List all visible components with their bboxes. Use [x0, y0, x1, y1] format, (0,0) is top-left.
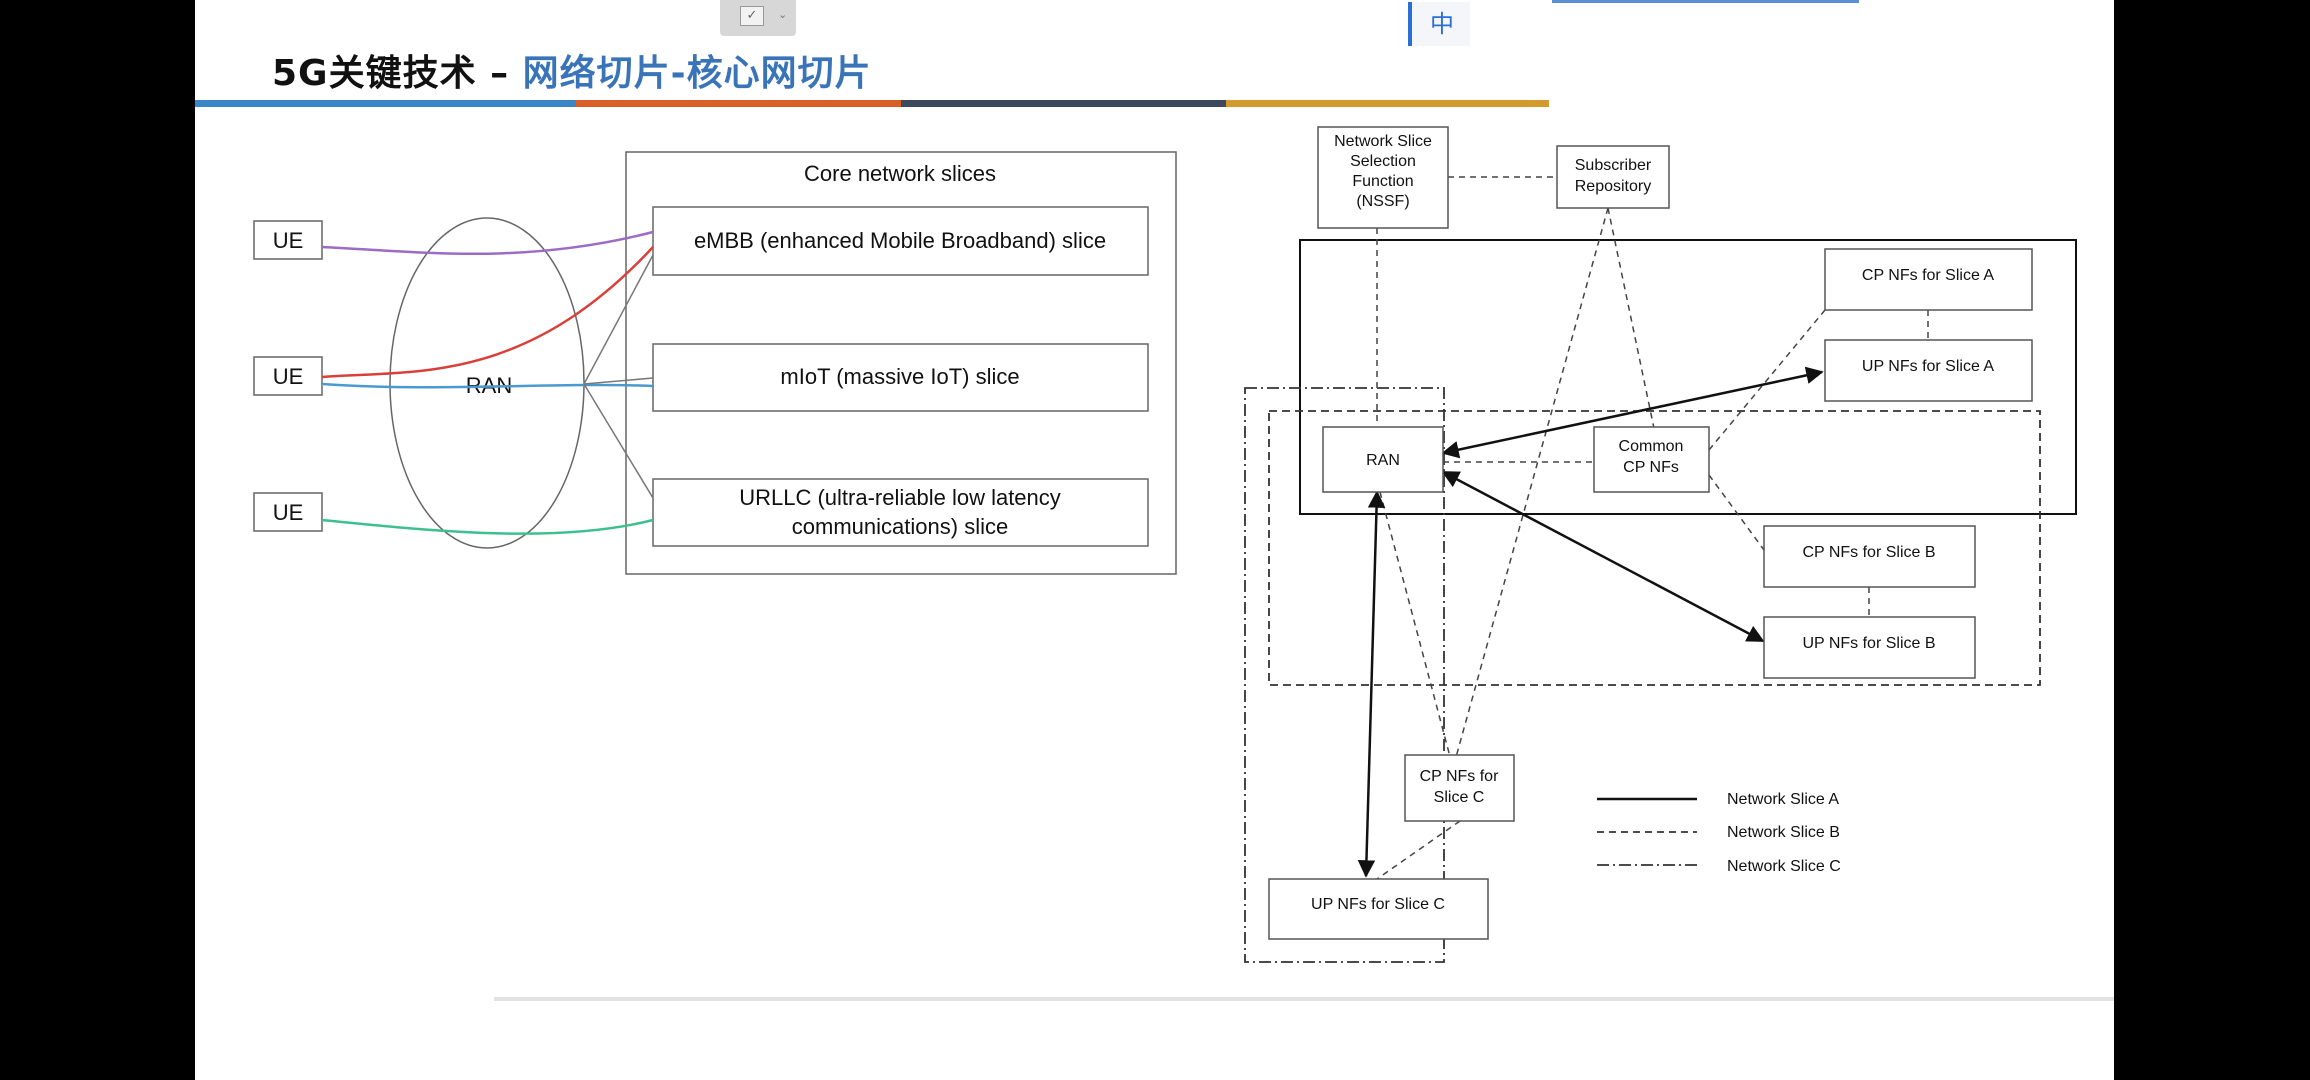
subscriber-common-link: [1607, 207, 1656, 434]
cp-b-label: CP NFs for Slice B: [1802, 544, 1935, 561]
ran-cpc-link: [1379, 491, 1454, 769]
slice-c-region: [1244, 387, 1445, 963]
common-cpb-link: [1708, 474, 1765, 551]
up-c-box: [1268, 878, 1489, 940]
urllc-slice-box: [652, 478, 1149, 547]
subscriber-cpc-link: [1452, 207, 1609, 769]
up-a-label: UP NFs for Slice A: [1862, 358, 1995, 375]
embb-slice-label: eMBB (enhanced Mobile Broadband) slice: [694, 228, 1106, 253]
subscriber-label-1: Subscriber: [1575, 157, 1652, 174]
miot-slice-box: [652, 343, 1149, 412]
subscriber-box: [1556, 145, 1670, 209]
slice-b-region: [1268, 410, 2041, 686]
ue3-link: [321, 518, 654, 535]
cp-c-box: [1404, 754, 1515, 822]
core-network-box: [625, 151, 1177, 575]
legend-label-b: Network Slice B: [1727, 824, 1840, 841]
cp-c-label-2: Slice C: [1434, 789, 1485, 806]
title-stripe-dark: [901, 100, 1226, 107]
ran-box: [1322, 426, 1444, 493]
ran-upb-arrow: [1441, 470, 1765, 643]
title-stripe-blue: [195, 100, 576, 107]
slide-title: 5G关键技术 – 网络切片-核心网切片: [272, 44, 872, 96]
ran-upc-arrow: [1357, 490, 1386, 878]
nssf-box: [1317, 126, 1449, 229]
nssf-label-1: Network Slice: [1334, 133, 1432, 150]
common-cp-box: [1593, 426, 1710, 493]
diagram-svg: Core network slices eMBB (enhanced Mobil…: [253, 126, 2077, 963]
cp-b-box: [1763, 525, 1976, 588]
common-cp-label-1: Common: [1619, 438, 1684, 455]
up-c-label: UP NFs for Slice C: [1311, 896, 1445, 913]
up-a-box: [1824, 339, 2033, 402]
legend-label-c: Network Slice C: [1727, 858, 1841, 875]
ran-upa-arrow: [1441, 366, 1824, 459]
slide-canvas: ✓ ⌄ 中 5G关键技术 – 网络切片-核心网切片 Core network s…: [195, 0, 2114, 1080]
urllc-slice-label-2: communications) slice: [792, 514, 1008, 539]
cp-c-label-1: CP NFs for: [1420, 768, 1500, 785]
common-cp-label-2: CP NFs: [1623, 459, 1679, 476]
nssf-label-3: Function: [1352, 173, 1413, 190]
ue1-link: [321, 230, 654, 256]
subscriber-label-2: Repository: [1575, 178, 1651, 195]
cp-a-box: [1824, 248, 2033, 311]
title-prefix: 5G关键技术 –: [272, 53, 523, 94]
ue2-link-embb: [321, 246, 654, 379]
urllc-slice-label-1: URLLC (ultra-reliable low latency: [739, 485, 1061, 510]
ran-node-label: RAN: [1366, 452, 1400, 469]
top-accent-bar: [1552, 0, 1859, 3]
title-stripe-gold: [1226, 100, 1549, 107]
ran-embb-link: [583, 254, 654, 385]
cpc-upc-link: [1376, 820, 1461, 880]
embb-slice-box: [652, 206, 1149, 276]
ue-box-3: [253, 492, 323, 532]
ime-toggle-button[interactable]: 中: [1408, 2, 1470, 46]
nssf-label-2: Selection: [1350, 153, 1416, 170]
ran-miot-link: [583, 377, 654, 385]
core-network-title: Core network slices: [804, 161, 996, 186]
ran-urllc-link: [583, 383, 654, 499]
bottom-divider: [494, 997, 2114, 1001]
cp-a-label: CP NFs for Slice A: [1862, 267, 1995, 284]
legend: Network Slice A Network Slice B Network …: [1597, 791, 1841, 875]
common-cpa-link: [1708, 309, 1826, 451]
title-stripe-orange: [576, 100, 901, 107]
right-diagram: Network Slice Selection Function (NSSF) …: [1244, 126, 2077, 963]
checkbox-icon[interactable]: ✓: [740, 6, 764, 26]
title-highlight: 网络切片-核心网切片: [522, 53, 872, 94]
ue2-link-miot: [321, 382, 654, 389]
ue-box-2: [253, 356, 323, 396]
nssf-label-4: (NSSF): [1356, 193, 1409, 210]
legend-label-a: Network Slice A: [1727, 791, 1839, 808]
left-diagram: Core network slices eMBB (enhanced Mobil…: [253, 151, 1177, 575]
chevron-down-icon[interactable]: ⌄: [778, 8, 788, 21]
toolbar-tab[interactable]: ✓ ⌄: [720, 0, 796, 36]
miot-slice-label: mIoT (massive IoT) slice: [780, 364, 1019, 389]
up-b-box: [1763, 616, 1976, 679]
ue-label-1: UE: [273, 228, 304, 253]
ue-label-3: UE: [273, 500, 304, 525]
ue-box-1: [253, 220, 323, 260]
ue-label-2: UE: [273, 364, 304, 389]
up-b-label: UP NFs for Slice B: [1802, 635, 1935, 652]
